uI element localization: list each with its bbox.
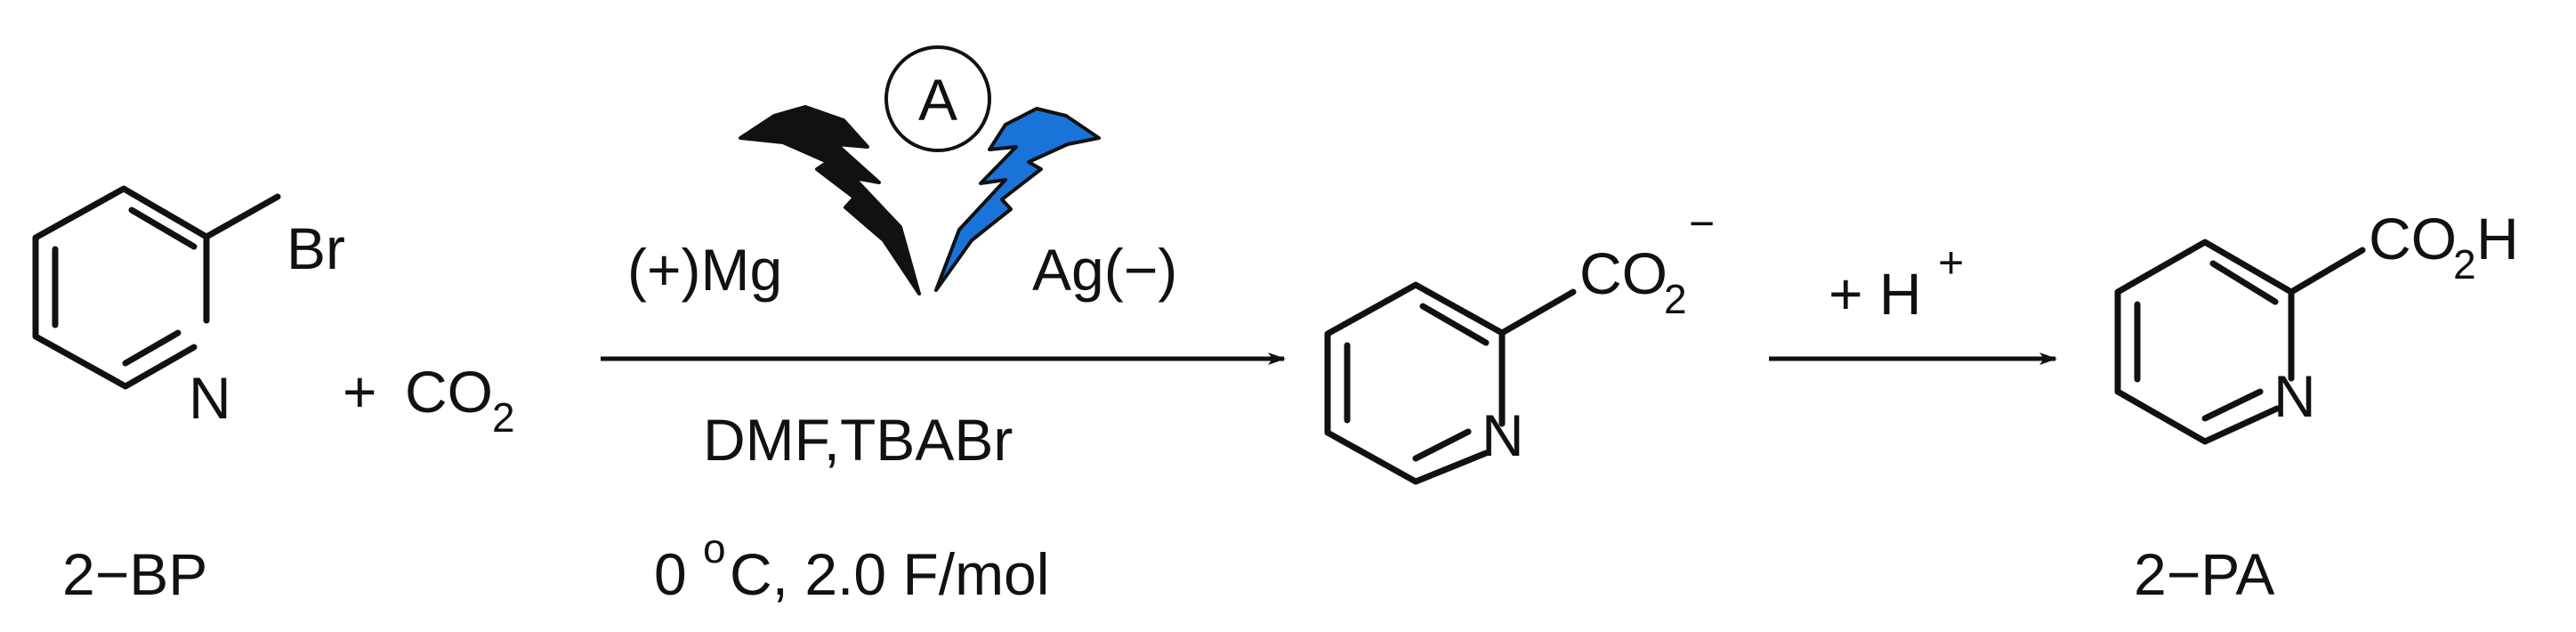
proton-reagent: + H [1829,261,1922,327]
carboxyl-hydrogen: H [2476,206,2519,271]
lightning-bolt-icon-blue [934,107,1101,292]
co2-subscript: 2 [492,394,515,441]
carboxylate-group: CO [1579,240,1668,306]
product-name: 2−PA [2134,541,2274,607]
ring-nitrogen-label: N [189,365,231,431]
co2-reagent: + CO 2 [343,359,515,441]
step2-conditions: + H + [1769,238,2057,365]
pyridine-ring [1324,281,1577,485]
reactant-2-bromopyridine: Br N 2−BP [32,185,345,607]
conditions-rest: C, 2.0 F/mol [730,541,1049,607]
carboxylate-charge: − [1689,199,1715,248]
pyridine-ring [32,185,281,390]
degree-symbol: o [703,525,726,571]
co2-formula: CO [405,359,493,425]
temperature-value: 0 [654,541,687,607]
bromine-label: Br [287,215,345,281]
ring-nitrogen-label: N [1482,402,1524,468]
electrochem-cell-badge [884,45,991,152]
carboxyl-group: CO [2369,206,2457,271]
plus-sign: + [343,359,377,425]
cathode-label: Ag(−) [1032,237,1177,303]
step1-conditions: A (+)Mg Ag(−) DMF,TBABr 0 o C, 2.0 F/mol [601,45,1286,607]
conditions-line: 0 o C, 2.0 F/mol [654,525,1049,607]
anode-label: (+)Mg [627,237,782,303]
reactant-name: 2−BP [62,541,207,607]
lightning-bolt-icon [739,105,921,296]
pyridine-ring [2114,239,2366,445]
ring-nitrogen-label: N [2273,363,2316,429]
intermediate-picolinate: CO 2 − N [1324,199,1715,485]
carboxyl-subscript: 2 [2453,241,2476,288]
proton-charge: + [1938,238,1964,288]
solvent-label: DMF,TBABr [703,407,1013,473]
product-picolinic-acid: CO 2 H N 2−PA [2114,206,2519,607]
carboxylate-subscript: 2 [1664,276,1687,322]
badge-label: A [918,67,957,133]
